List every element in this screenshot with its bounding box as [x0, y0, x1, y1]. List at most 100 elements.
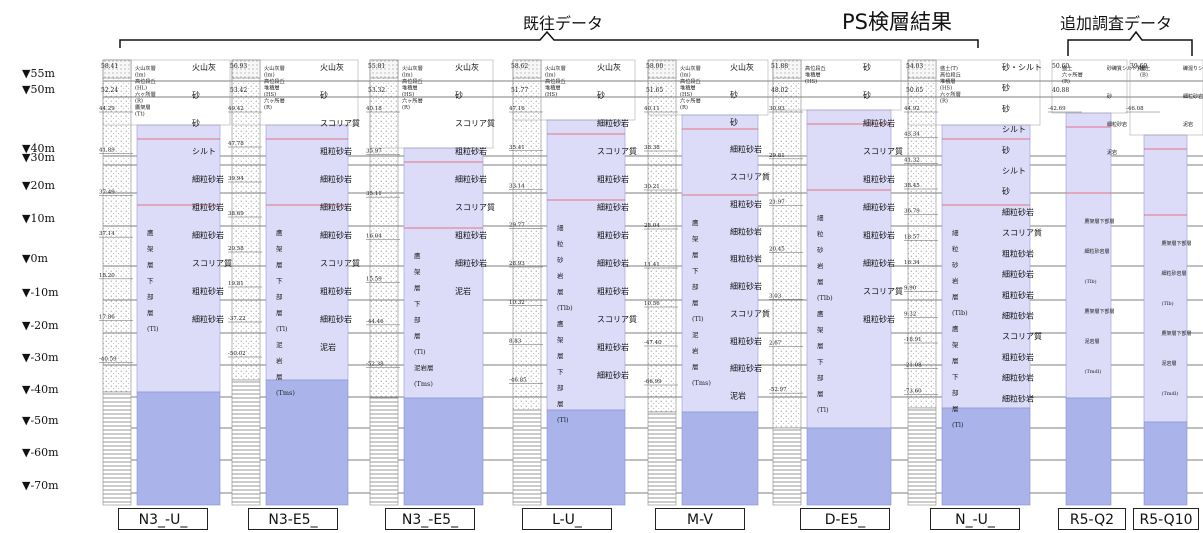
boring-column: 50.6040.88-42.69盛土六ヶ所層(R)砂礫質シルト質砂砂細粒砂岩泥岩…	[1048, 59, 1147, 506]
depth-mark: 20.45	[769, 247, 785, 253]
column-name-label: M-V	[655, 508, 745, 530]
layer-label: 高位段丘	[402, 77, 423, 85]
formation-label: 鷹	[414, 251, 421, 260]
formation-label: 鷹	[276, 228, 283, 237]
ps-label: スコリア質	[1002, 228, 1042, 238]
formation-label: (Tl)	[692, 315, 704, 323]
depth-mark: 18.20	[99, 273, 115, 279]
dotted-strata	[369, 59, 399, 399]
formation-label: 層	[557, 400, 564, 408]
layer-label: 六ヶ所層	[940, 90, 961, 98]
depth-mark: 47.78	[228, 141, 244, 147]
ps-label: 細粒砂岩	[597, 258, 629, 268]
ps-label: 粗粒砂岩	[597, 286, 629, 296]
depth-mark: -46.08	[1126, 106, 1144, 112]
bracket-existing-ps	[119, 30, 979, 48]
formation-label: 鷹架層下部層	[1085, 218, 1115, 225]
ps-label: スコリア質	[320, 118, 360, 128]
formation-label: (Tms)	[414, 380, 433, 388]
column-name-label: N3_-U_	[118, 508, 208, 530]
layer-label: (R)	[264, 104, 272, 111]
depth-mark: 30.21	[644, 184, 660, 190]
ps-label: 粗粒砂岩	[597, 174, 629, 184]
ps-label: 砂	[863, 90, 871, 100]
ps-label: スコリア質	[730, 308, 770, 318]
formation-label: 層	[952, 293, 959, 301]
ps-label: 細粒砂岩	[1002, 310, 1034, 320]
ps-label: 砂	[1002, 103, 1010, 113]
depth-mark: 40.18	[366, 106, 382, 112]
fine-sandstone-zone	[941, 124, 1031, 409]
depth-mark: 37.49	[99, 189, 115, 195]
ps-label: スコリア質	[863, 146, 903, 156]
layer-label: 堆積層	[680, 84, 696, 92]
mudstone-hatch	[772, 427, 802, 506]
layer-label: (HS)	[680, 91, 692, 98]
formation-label: 鷹	[952, 324, 959, 333]
ps-label: 砂礫質シルト質砂	[1107, 65, 1147, 72]
formation-label: 鷹	[557, 319, 564, 328]
dotted-strata	[647, 59, 677, 413]
formation-label: 部	[692, 282, 699, 291]
layer-label: 高位段丘	[264, 77, 285, 85]
depth-mark: 35.41	[509, 145, 525, 151]
formation-label: 部	[557, 383, 564, 392]
layer-label: (R)	[1062, 78, 1070, 85]
ps-label: 粗粒砂岩	[455, 230, 487, 240]
depth-mark: -73.60	[904, 388, 922, 394]
layer-label: 六ヶ所層	[1062, 71, 1083, 79]
formation-label: 層	[692, 251, 699, 259]
layer-label: (lm)	[545, 72, 556, 79]
elevation-label: ▼50m	[22, 83, 55, 96]
depth-mark: 9.90	[904, 286, 917, 292]
formation-label: (Tmdl)	[1085, 368, 1102, 375]
layer-label: (HS)	[940, 85, 952, 92]
mudstone-zone	[1143, 421, 1188, 506]
surface-elevation: 52.24	[101, 87, 118, 94]
elevation-label: ▼-60m	[22, 446, 59, 459]
layer-label: 火山灰層	[680, 64, 701, 72]
depth-mark: -18.91	[904, 337, 922, 343]
formation-label: 細粒砂岩層	[1085, 248, 1110, 255]
formation-label: (Tl)	[147, 325, 159, 333]
mudstone-zone	[403, 397, 484, 506]
mudstone-zone	[546, 409, 626, 506]
formation-label: 泥岩層	[1162, 360, 1177, 367]
formation-label: 部	[414, 315, 421, 324]
ps-label: 砂	[1002, 186, 1010, 196]
depth-mark: 38.69	[228, 211, 244, 217]
layer-label: (HS)	[402, 91, 414, 98]
formation-label: 鷹架層下部層	[1162, 330, 1192, 337]
formation-label: 架	[414, 268, 421, 276]
ps-label: 粗粒砂岩	[597, 230, 629, 240]
formation-label: 部	[952, 388, 959, 397]
header-ps-result: PS検層結果	[842, 10, 952, 34]
boring-column: 51.8848.0230.9329.8121.9720.453.032.67-5…	[769, 59, 903, 506]
layer-label: (HS)	[805, 78, 817, 85]
formation-label: (Tms)	[276, 389, 295, 397]
formation-label: 鷹架層下部層	[1085, 308, 1115, 315]
depth-mark: 28.04	[644, 223, 660, 229]
depth-mark: 3.03	[769, 293, 782, 299]
layer-label: (R)	[402, 104, 410, 111]
formation-label: 部	[817, 373, 824, 382]
depth-mark: 38.45	[904, 183, 920, 189]
layer-label: (lm)	[680, 72, 691, 79]
ps-label: 砂	[730, 89, 738, 99]
formation-label: 砂	[817, 245, 824, 254]
depth-mark: 15.59	[366, 276, 382, 282]
dotted-strata	[772, 59, 802, 429]
column-name-label: N3-E5_	[248, 508, 338, 530]
layer-label: 高位段丘	[135, 77, 156, 85]
boring-column: 58.4152.2444.2941.8937.4937.1418.2017.86…	[99, 59, 232, 506]
formation-label: (Tlb)	[1162, 300, 1174, 307]
formation-label: 層	[557, 288, 564, 296]
top-elevation: 58.00	[646, 63, 663, 70]
boring-column: 58.0051.6540.1138.3830.2128.0411.4110.56…	[644, 59, 770, 506]
formation-label: 架	[557, 336, 564, 344]
formation-label: 下	[276, 277, 283, 285]
ps-label: 火山灰	[597, 62, 621, 72]
depth-mark: 8.83	[509, 339, 522, 345]
fine-sandstone-zone	[403, 147, 484, 399]
ps-label: 細粒砂岩	[597, 370, 629, 380]
